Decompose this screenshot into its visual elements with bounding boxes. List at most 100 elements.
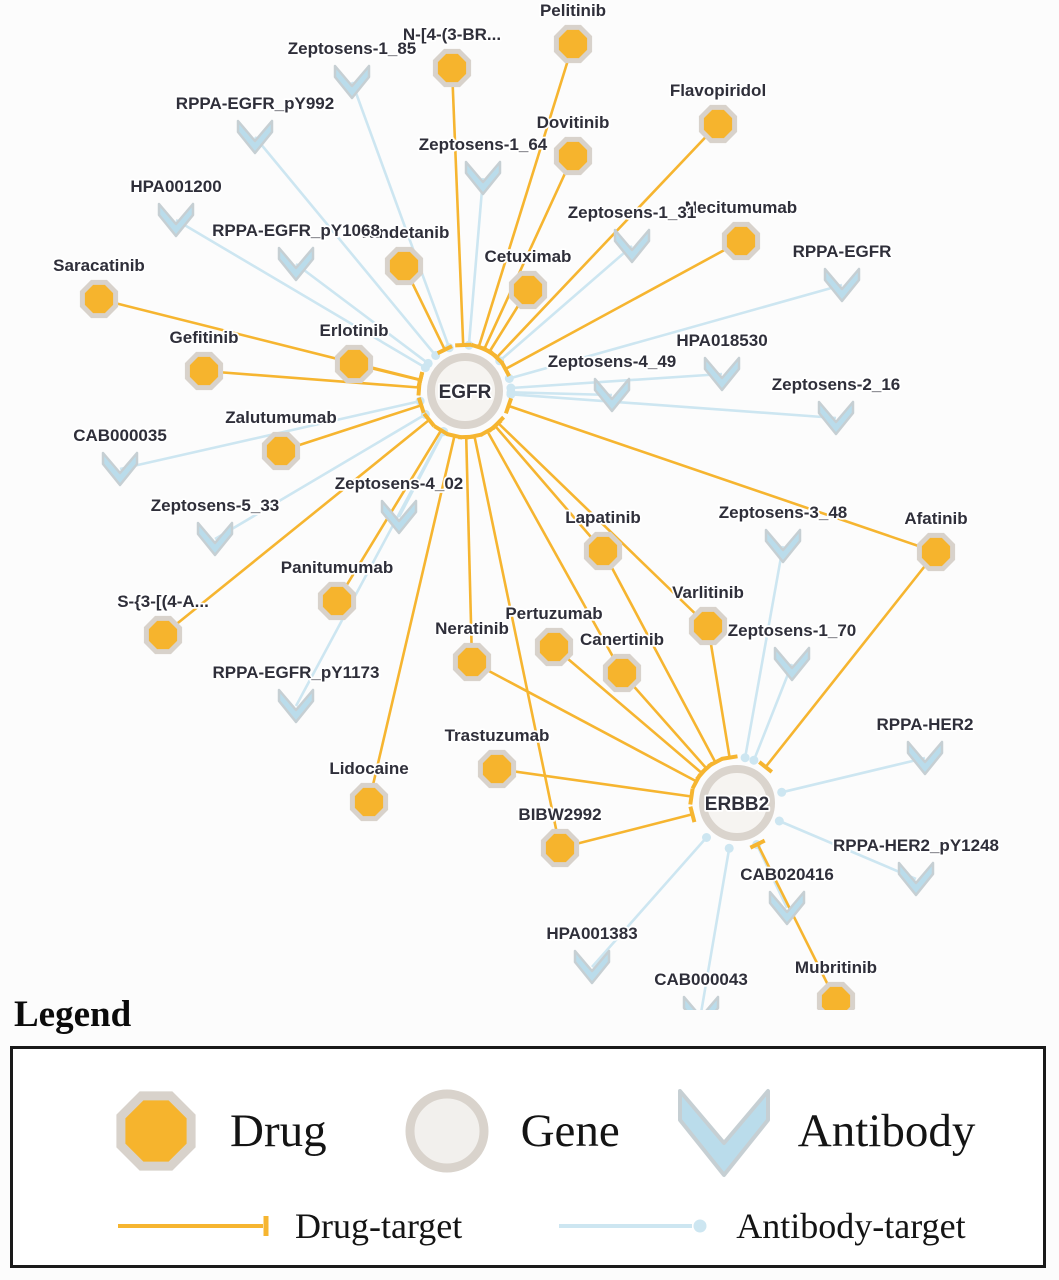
antibody-node[interactable] <box>101 451 139 487</box>
antibody-node[interactable] <box>464 160 502 196</box>
drug-label: Canertinib <box>580 630 664 649</box>
drug-node[interactable] <box>261 431 301 471</box>
drug-node[interactable] <box>349 782 389 822</box>
legend-antibody-label: Antibody <box>797 1105 976 1157</box>
drug-target-edge <box>479 425 624 674</box>
drug-node[interactable] <box>184 351 224 391</box>
antibody-node[interactable] <box>897 861 935 897</box>
drug-node[interactable] <box>477 749 517 789</box>
antibody-node[interactable] <box>196 521 234 557</box>
antibody-node[interactable] <box>380 499 418 535</box>
drug-target-edge <box>621 672 714 776</box>
antibody-label: Zeptosens-4_02 <box>335 474 464 493</box>
drug-label: Mubritinib <box>795 958 877 977</box>
drug-node[interactable] <box>540 828 580 868</box>
antibody-node[interactable] <box>573 949 611 985</box>
drug-node[interactable] <box>583 531 623 571</box>
drug-node[interactable] <box>534 627 574 667</box>
drug-node[interactable] <box>452 642 492 682</box>
node-layer <box>79 24 956 1010</box>
antibody-target-edge <box>350 81 454 353</box>
drug-target-edge <box>466 432 562 849</box>
drug-node[interactable] <box>79 279 119 319</box>
antibody-label: RPPA-EGFR_pY1068 <box>212 221 380 240</box>
antibody-node[interactable] <box>906 740 944 776</box>
drug-label: Lapatinib <box>565 508 641 527</box>
antibody-node[interactable] <box>817 400 855 436</box>
drug-node[interactable] <box>553 136 593 176</box>
antibody-node[interactable] <box>157 202 195 238</box>
drug-node[interactable] <box>816 981 856 1010</box>
drug-node[interactable] <box>553 24 593 64</box>
drug-target-line-icon <box>118 1216 269 1236</box>
antibody-target-edge <box>464 177 485 350</box>
antibody-target-edge <box>397 427 449 518</box>
drug-node[interactable] <box>916 532 956 572</box>
drug-target-edge <box>162 412 436 637</box>
antibody-label: CAB020416 <box>740 865 834 884</box>
gene-node[interactable] <box>699 765 775 841</box>
drug-node[interactable] <box>432 48 472 88</box>
drug-target-edge <box>758 551 938 774</box>
antibody-node[interactable] <box>823 267 861 303</box>
antibody-node[interactable] <box>277 688 315 724</box>
antibody-label: RPPA-HER2 <box>877 715 974 734</box>
drug-target-edge <box>504 397 937 554</box>
drug-node[interactable] <box>334 344 374 384</box>
network-graph: EGFRERBB2PelitinibN-[4-(3-BR...Flavopiri… <box>51 0 1001 1010</box>
drug-label: Neratinib <box>435 619 509 638</box>
drug-node[interactable] <box>143 615 183 655</box>
drug-label: Varlitinib <box>672 583 744 602</box>
antibody-label: Zeptosens-1_31 <box>568 203 697 222</box>
antibody-label: HPA001383 <box>546 924 637 943</box>
legend-item-drug: Drug <box>108 1083 327 1179</box>
antibody-label: RPPA-EGFR_pY1173 <box>213 663 380 682</box>
drug-target-edge <box>706 625 738 761</box>
antibody-target-edge <box>700 843 734 1010</box>
antibody-label: Zeptosens-5_33 <box>151 496 280 515</box>
antibody-label: Zeptosens-1_64 <box>419 135 548 154</box>
legend-box: Drug Gene Antibody Drug-ta <box>10 1046 1046 1268</box>
antibody-node[interactable] <box>682 995 720 1010</box>
antibody-target-edge <box>295 262 433 368</box>
antibody-node[interactable] <box>333 64 371 100</box>
antibody-node[interactable] <box>613 228 651 264</box>
antibody-label: RPPA-EGFR <box>793 242 892 261</box>
legend-node-types-row: Drug Gene Antibody <box>13 1081 1043 1181</box>
antibody-label: Zeptosens-1_85 <box>288 39 417 58</box>
antibody-label: Zeptosens-1_70 <box>728 621 857 640</box>
drug-node[interactable] <box>698 104 738 144</box>
legend-item-drug-target: Drug-target <box>113 1205 462 1247</box>
antibody-label: Zeptosens-4_49 <box>548 352 677 371</box>
drug-node[interactable] <box>721 221 761 261</box>
antibody-node[interactable] <box>773 646 811 682</box>
antibody-label: HPA018530 <box>676 331 767 350</box>
gene-icon <box>405 1089 489 1173</box>
antibody-target-edge <box>774 816 917 881</box>
drug-label: Dovitinib <box>537 113 610 132</box>
antibody-node[interactable] <box>764 528 802 564</box>
antibody-label: Zeptosens-3_48 <box>719 503 848 522</box>
antibody-label: Zeptosens-2_16 <box>772 375 901 394</box>
drug-node[interactable] <box>384 246 424 286</box>
drug-target-edge <box>499 239 742 378</box>
antibody-node[interactable] <box>703 356 741 392</box>
antibody-icon <box>677 1089 770 1177</box>
antibody-target-edge <box>777 756 926 797</box>
antibody-node[interactable] <box>277 246 315 282</box>
legend-antibody-target-label: Antibody-target <box>736 1206 966 1246</box>
drug-target-edge <box>487 419 604 552</box>
drug-node[interactable] <box>602 653 642 693</box>
drug-node[interactable] <box>508 270 548 310</box>
antibody-node[interactable] <box>593 377 631 413</box>
legend-edge-types-row: Drug-target Antibody-target <box>13 1205 1043 1247</box>
gene-node[interactable] <box>427 353 503 429</box>
drug-label: N-[4-(3-BR... <box>403 25 501 44</box>
drug-node[interactable] <box>317 581 357 621</box>
drug-label: Flavopiridol <box>670 81 766 100</box>
drug-label: Erlotinib <box>320 321 389 340</box>
drug-node[interactable] <box>688 606 728 646</box>
antibody-node[interactable] <box>236 119 274 155</box>
antibody-node[interactable] <box>768 890 806 926</box>
antibody-label: HPA001200 <box>130 177 221 196</box>
